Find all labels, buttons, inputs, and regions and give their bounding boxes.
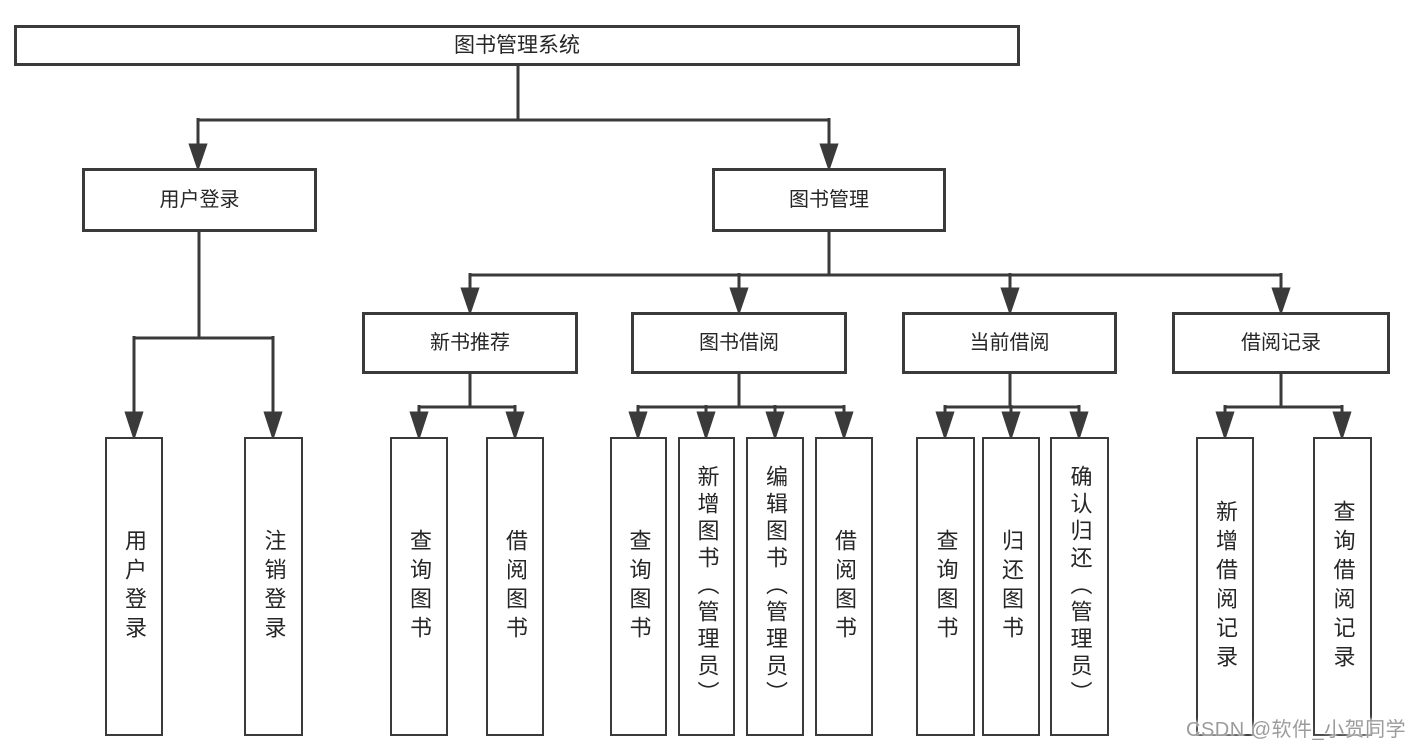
connector-records-to-leaves [1215,374,1352,441]
connector-root-to-level2 [188,65,839,172]
connector-newbook-to-leaves [409,374,525,441]
node-add-borrow-record: 新增借阅记录 [1196,437,1254,736]
node-query-books-1: 查询图书 [390,437,448,736]
connector-userlogin-to-leaves [124,232,283,441]
csdn-watermark: CSDN @软件_小贺同学 [1186,719,1405,741]
node-query-books-3: 查询图书 [916,437,975,736]
connector-current-to-leaves [935,374,1089,441]
node-query-books-2: 查询图书 [610,437,667,736]
node-borrow-records: 借阅记录 [1172,312,1390,374]
node-add-books-admin: 新增图书（管理员） [678,437,735,736]
node-book-management: 图书管理 [712,168,946,232]
node-user-login-group: 用户登录 [82,168,317,232]
node-query-borrow-record: 查询借阅记录 [1313,437,1372,736]
node-user-login: 用户登录 [105,437,163,736]
node-borrow-books-1: 借阅图书 [486,437,544,736]
node-book-borrowing: 图书借阅 [631,312,847,374]
node-new-book-recommend: 新书推荐 [362,312,578,374]
node-edit-books-admin: 编辑图书（管理员） [746,437,804,736]
node-current-borrowing: 当前借阅 [902,312,1117,374]
connector-bookmgmt-to-level3 [460,232,1291,316]
connector-borrow-to-leaves [628,374,854,441]
node-borrow-books-2: 借阅图书 [815,437,873,736]
node-logout: 注销登录 [244,437,303,736]
node-return-books: 归还图书 [982,437,1040,736]
node-library-system: 图书管理系统 [14,25,1020,66]
node-confirm-return-admin: 确认归还（管理员） [1050,437,1109,736]
